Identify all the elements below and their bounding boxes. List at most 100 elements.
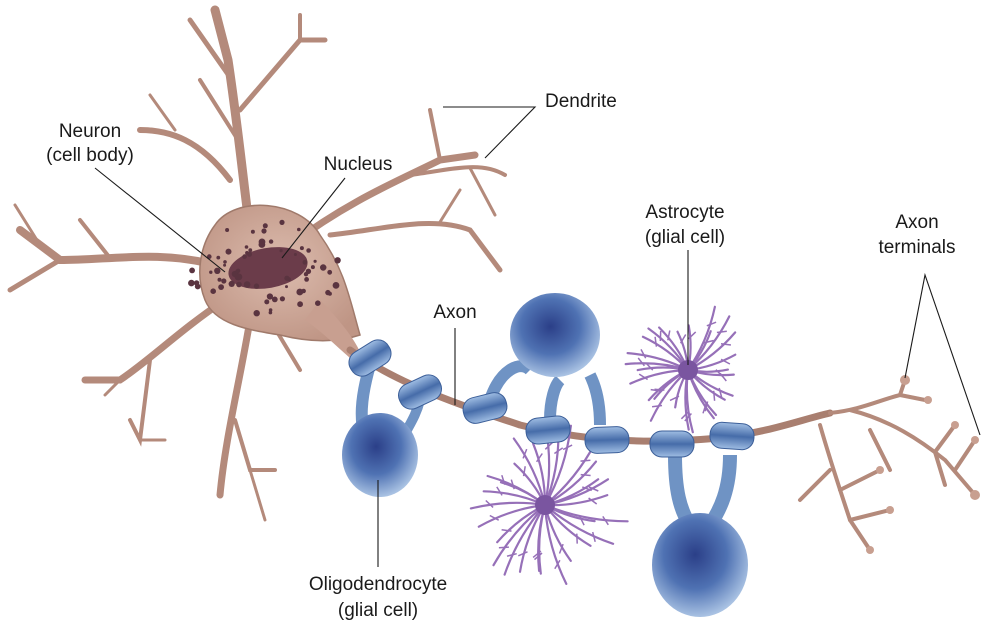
astrocyte-branch: [489, 514, 500, 521]
label-neuron: Neuron (cell body): [46, 121, 226, 273]
nissl-granule: [310, 265, 315, 270]
leader-dendrite: [443, 106, 537, 159]
label-oligodendrocyte-line2: (glial cell): [338, 600, 418, 621]
nissl-granule: [299, 246, 304, 251]
nissl-granule: [207, 254, 212, 259]
nissl-granule: [315, 300, 321, 307]
astrocyte-branch: [518, 551, 528, 557]
astrocyte-branch: [638, 373, 649, 381]
nissl-granule: [216, 255, 221, 260]
nissl-granule: [297, 227, 301, 232]
nissl-granule: [194, 283, 201, 290]
nissl-granule: [210, 288, 216, 295]
nissl-granule: [268, 310, 273, 315]
nissl-granule: [297, 301, 303, 308]
astrocyte-branch: [535, 453, 543, 463]
neuron-cell-body: [7, 5, 507, 522]
nissl-granule: [262, 223, 268, 229]
nissl-granule: [253, 310, 260, 317]
astrocyte-branch: [715, 369, 724, 378]
astrocyte-branch: [667, 330, 671, 341]
dendrites: [7, 5, 507, 522]
astrocyte-branch: [712, 390, 716, 401]
astrocyte-branch: [588, 497, 598, 505]
nissl-granule: [268, 239, 274, 244]
nissl-granule: [221, 278, 227, 284]
nissl-granule: [268, 308, 273, 312]
myelin-sheath: [348, 339, 755, 458]
nissl-granule: [302, 259, 308, 265]
nissl-granule: [235, 269, 240, 274]
nissl-granule: [285, 285, 288, 289]
astrocyte-branch: [640, 349, 647, 359]
astrocyte-branch: [637, 357, 645, 367]
nissl-granule: [306, 248, 311, 253]
nissl-granule: [304, 277, 309, 282]
label-nucleus-text: Nucleus: [324, 154, 393, 175]
nissl-granule: [214, 267, 221, 274]
astrocyte-branch: [669, 395, 680, 402]
astrocyte-branch: [652, 404, 663, 408]
nissl-granule: [279, 296, 285, 302]
astrocyte-branch: [703, 339, 714, 344]
myelin-segment: [462, 392, 508, 424]
label-axon: Axon: [433, 302, 477, 405]
nissl-granule: [189, 267, 196, 274]
nissl-granule: [218, 284, 225, 290]
nissl-granule: [279, 249, 283, 253]
nissl-granule: [225, 248, 232, 255]
label-axon-terminals-line2: terminals: [878, 237, 955, 258]
nissl-granule: [228, 280, 235, 287]
astrocyte-branch: [580, 473, 591, 477]
astrocyte-branch: [702, 403, 707, 414]
astrocyte-branch: [716, 330, 727, 334]
myelin-segment: [398, 374, 442, 410]
label-nucleus: Nucleus: [281, 154, 393, 259]
astrocyte-branch: [522, 466, 526, 477]
label-axon-terminals: Axon terminals: [878, 212, 981, 436]
oligodendrocyte-lower: [652, 454, 748, 617]
leader-neuron: [94, 167, 226, 273]
label-astrocyte: Astrocyte (glial cell): [645, 202, 725, 365]
label-neuron-line1: Neuron: [59, 121, 121, 142]
astrocyte-branch: [544, 441, 554, 450]
astrocyte-branch: [580, 459, 591, 462]
axon-terminal-branches: [798, 378, 977, 552]
myelin-segment: [525, 415, 571, 445]
astrocyte-branch: [720, 342, 731, 346]
nissl-granule: [332, 282, 340, 289]
astrocyte-branch: [485, 499, 494, 508]
astrocyte-branch: [579, 515, 585, 526]
astrocyte-lower: [469, 424, 629, 585]
label-neuron-line2: (cell body): [46, 145, 134, 166]
astrocyte-branch: [654, 336, 658, 347]
astrocyte-branch: [602, 515, 609, 526]
astrocyte-branch: [496, 486, 503, 496]
myelin-segment: [709, 421, 755, 451]
nissl-granule: [248, 248, 253, 253]
nissl-granule: [250, 229, 255, 234]
astrocyte-branch: [650, 388, 661, 392]
astrocyte-branch: [679, 334, 687, 344]
nissl-granule: [242, 254, 247, 259]
astrocyte-branch: [687, 331, 697, 340]
astrocyte-branch: [562, 444, 573, 451]
nissl-granule: [305, 268, 312, 274]
astrocyte-body: [678, 360, 698, 380]
myelin-segment: [584, 426, 630, 454]
nissl-granule: [264, 299, 270, 305]
nissl-granule: [279, 219, 285, 225]
nissl-granule: [287, 277, 291, 282]
nissl-granule: [258, 238, 266, 246]
astrocyte-branch: [532, 550, 542, 558]
nissl-granule: [261, 228, 267, 234]
nissl-granule: [223, 263, 227, 267]
astrocyte-branch: [588, 486, 599, 492]
astrocyte-branch: [706, 321, 717, 327]
nissl-granule: [236, 281, 242, 288]
astrocyte-branch: [498, 546, 509, 549]
nissl-granule: [235, 273, 243, 281]
nissl-granule: [271, 296, 278, 303]
astrocyte-branch: [554, 559, 561, 570]
